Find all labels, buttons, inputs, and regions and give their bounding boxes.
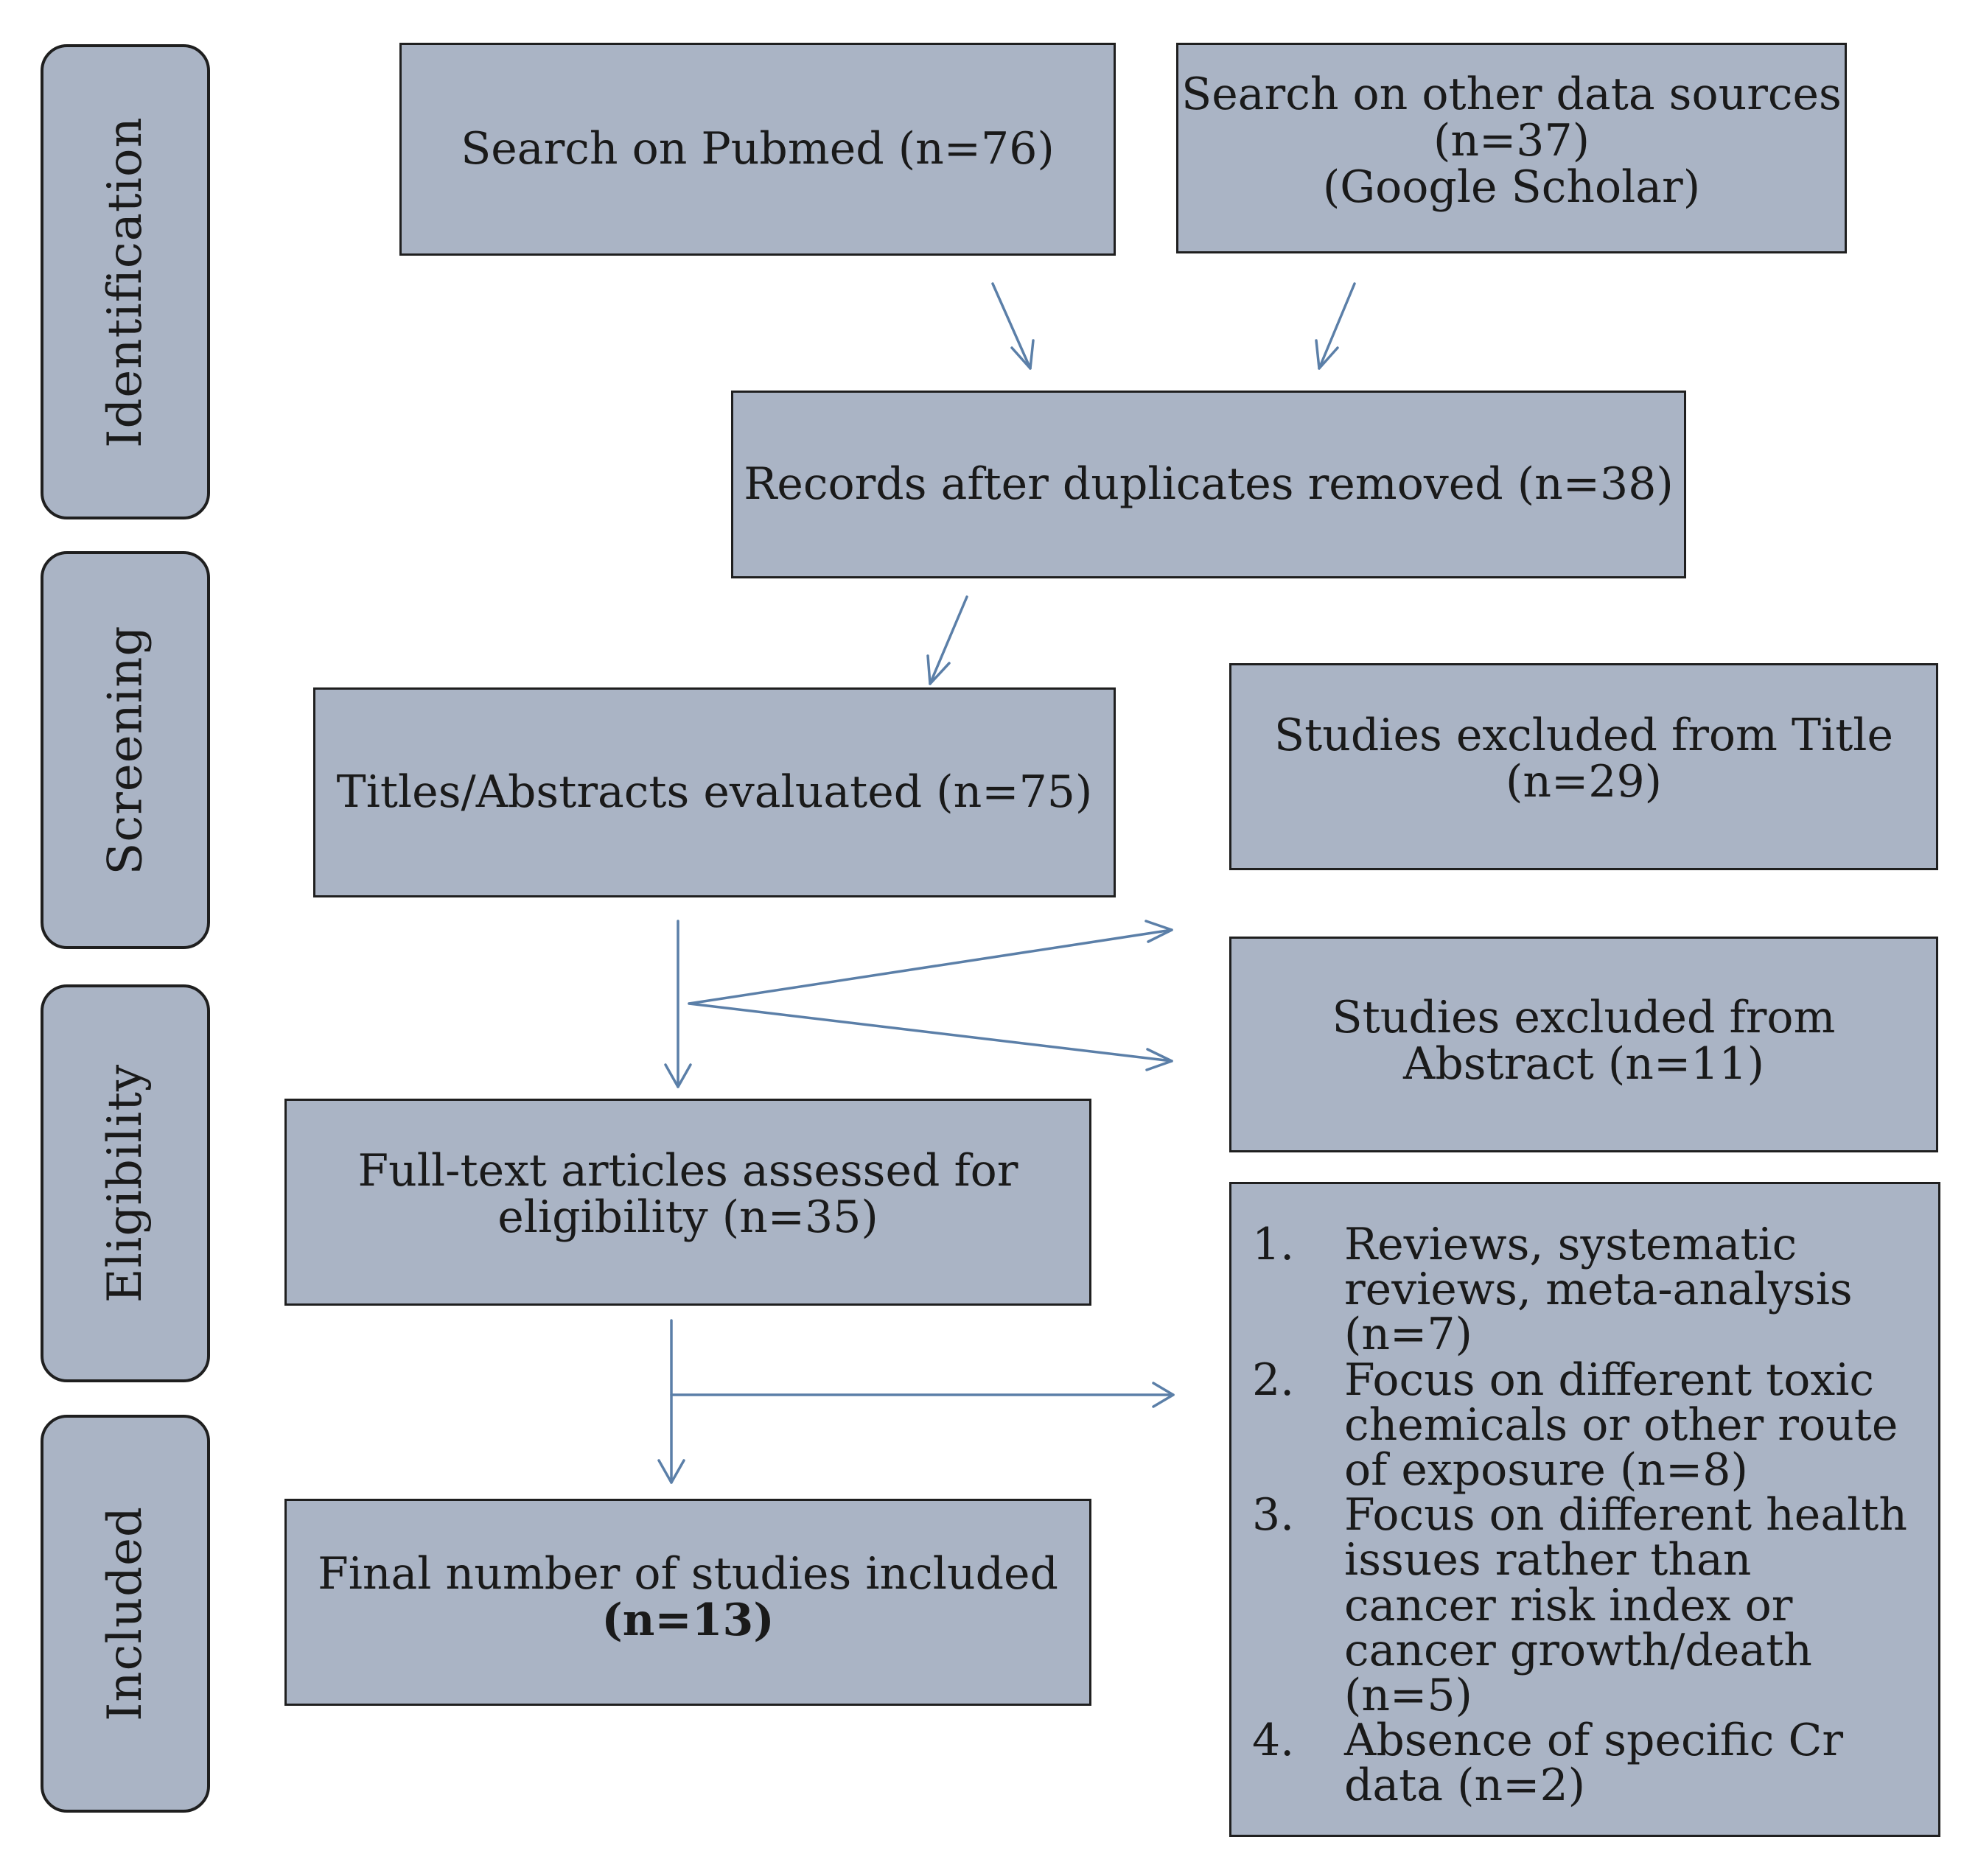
list-item: 2. Focus on different toxic chemicals or… bbox=[1252, 1354, 1916, 1496]
list-number: 4. bbox=[1252, 1715, 1295, 1767]
titles-abstracts-box: Titles/Abstracts evaluated (n=75) bbox=[313, 687, 1116, 897]
final-count: (n=13) bbox=[601, 1595, 775, 1646]
arrowhead bbox=[1152, 1382, 1175, 1408]
box-text: (n=29) bbox=[1505, 756, 1663, 808]
arrowhead bbox=[1010, 339, 1035, 370]
list-item: 1. Reviews, systematic reviews, meta-ana… bbox=[1252, 1222, 1916, 1358]
list-number: 2. bbox=[1252, 1354, 1295, 1406]
duplicates-removed-box: Records after duplicates removed (n=38) bbox=[731, 391, 1686, 578]
list-item: 4. Absence of specific Cr data (n=2) bbox=[1252, 1718, 1916, 1808]
stage-screening: Screening bbox=[41, 551, 210, 949]
box-text: Records after duplicates removed (n=38) bbox=[744, 458, 1674, 510]
arrowhead bbox=[657, 1459, 685, 1484]
list-text: Reviews, systematic reviews, meta-analys… bbox=[1344, 1219, 1853, 1361]
arrow-to-excluded-abstract bbox=[688, 1002, 1173, 1063]
box-text: Final number of studies included bbox=[318, 1548, 1058, 1600]
exclusion-reasons-box: 1. Reviews, systematic reviews, meta-ana… bbox=[1229, 1182, 1940, 1837]
box-text: Abstract (n=11) bbox=[1403, 1038, 1764, 1090]
box-text: Search on Pubmed (n=76) bbox=[461, 123, 1055, 175]
box-text: Search on other data sources bbox=[1181, 69, 1842, 120]
box-text: Titles/Abstracts evaluated (n=75) bbox=[336, 766, 1093, 818]
arrowhead bbox=[1144, 920, 1173, 943]
box-text: Studies excluded from bbox=[1332, 992, 1836, 1043]
list-item: 3. Focus on different health issues rath… bbox=[1252, 1493, 1916, 1718]
pubmed-search-box: Search on Pubmed (n=76) bbox=[399, 43, 1116, 256]
box-text: Studies excluded from Title bbox=[1274, 710, 1893, 761]
arrow-duplicates-to-titles bbox=[929, 595, 968, 685]
stage-identification: Identification bbox=[41, 44, 210, 519]
full-text-box: Full-text articles assessed for eligibil… bbox=[284, 1099, 1091, 1306]
arrowhead bbox=[1145, 1048, 1173, 1071]
list-number: 3. bbox=[1252, 1489, 1295, 1541]
list-text: Focus on different health issues rather … bbox=[1344, 1489, 1908, 1721]
arrow-pubmed-to-duplicates bbox=[991, 282, 1032, 370]
box-text: (n=37) bbox=[1433, 115, 1590, 167]
box-text: eligibility (n=35) bbox=[497, 1191, 878, 1243]
excluded-title-box: Studies excluded from Title (n=29) bbox=[1229, 663, 1938, 870]
box-text: (Google Scholar) bbox=[1322, 161, 1701, 213]
list-number: 1. bbox=[1252, 1219, 1295, 1270]
arrowhead bbox=[926, 654, 951, 685]
stage-eligibility: Eligibility bbox=[41, 984, 210, 1382]
arrowhead bbox=[1315, 339, 1339, 370]
list-text: Focus on different toxic chemicals or ot… bbox=[1344, 1354, 1898, 1496]
excluded-abstract-box: Studies excluded from Abstract (n=11) bbox=[1229, 937, 1938, 1152]
box-text: Full-text articles assessed for bbox=[357, 1145, 1018, 1197]
arrow-to-excluded-title bbox=[688, 928, 1173, 1005]
list-text: Absence of specific Cr data (n=2) bbox=[1344, 1715, 1844, 1812]
arrowhead bbox=[664, 1063, 692, 1088]
arrow-other-to-duplicates bbox=[1318, 282, 1356, 370]
stage-included: Included bbox=[41, 1415, 210, 1813]
final-included-box: Final number of studies included (n=13) bbox=[284, 1499, 1091, 1706]
other-sources-box: Search on other data sources (n=37) (Goo… bbox=[1176, 43, 1847, 253]
